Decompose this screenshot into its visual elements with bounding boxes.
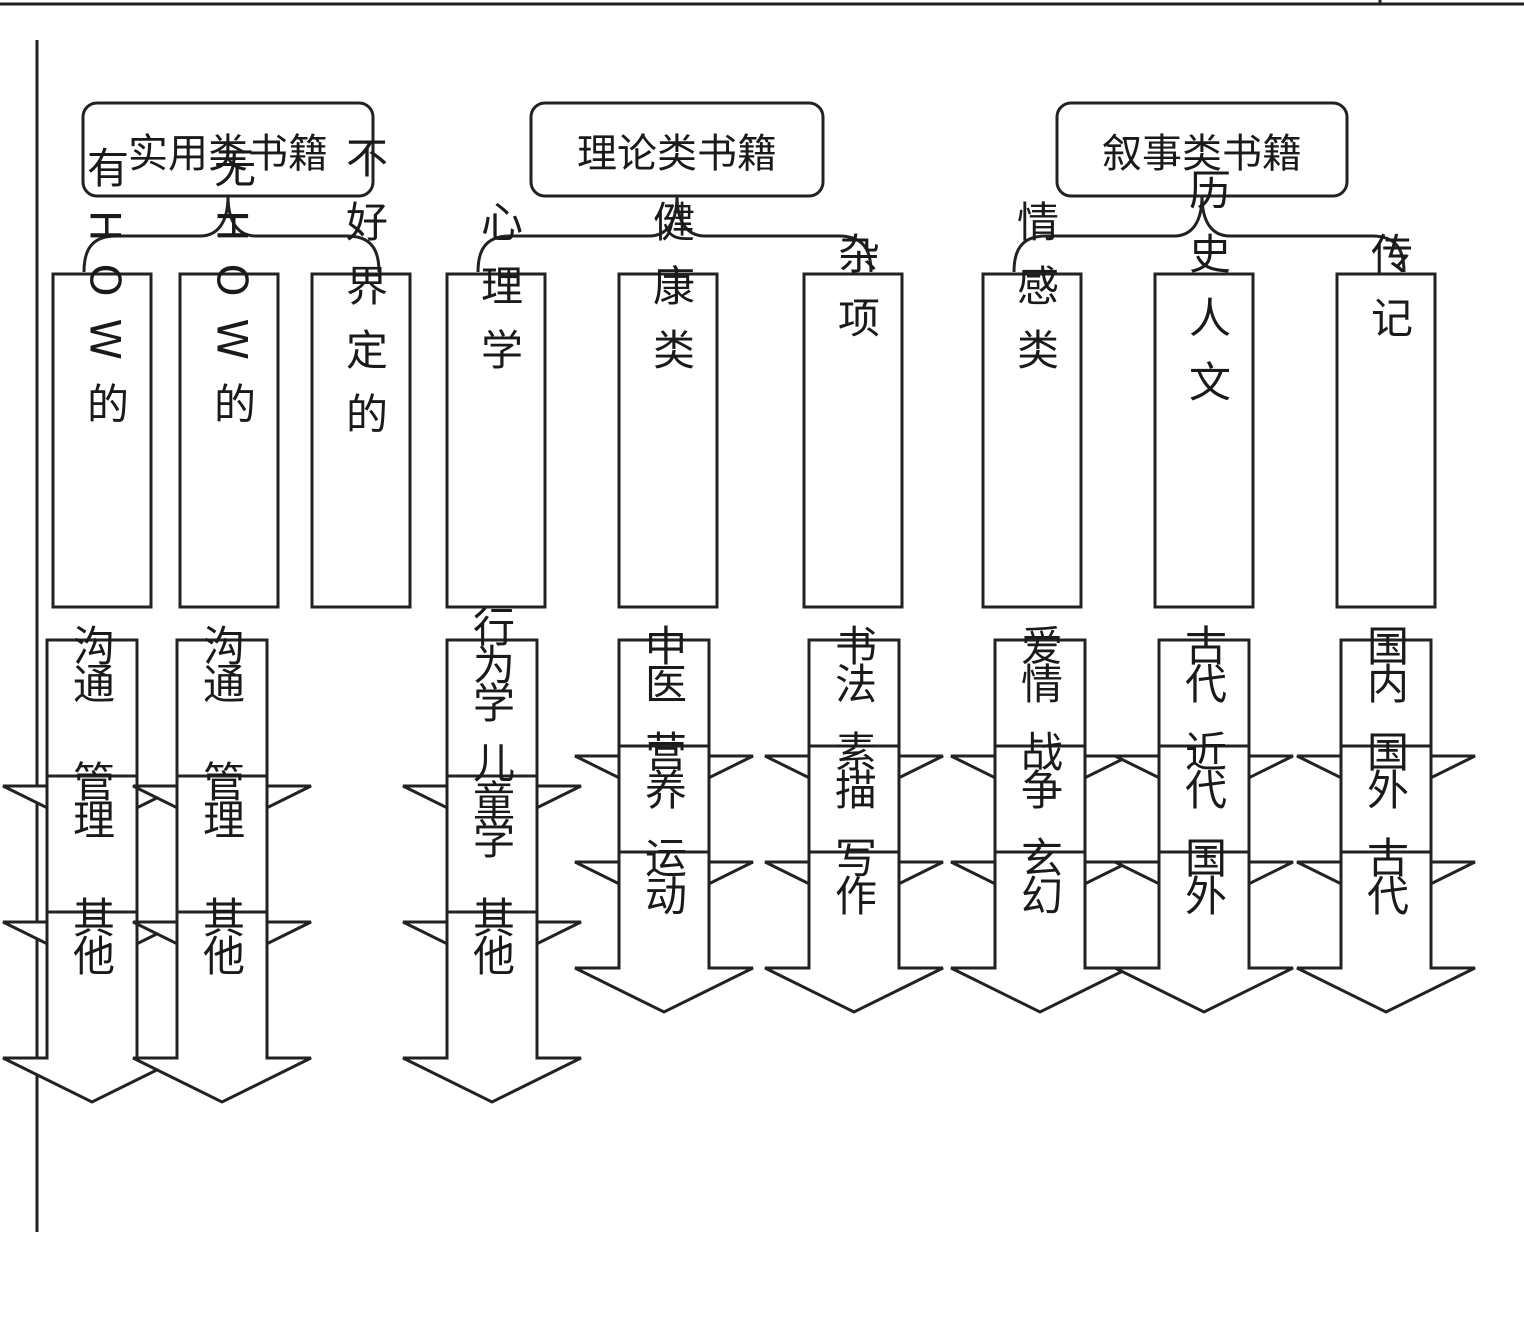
- subcategory-arrow: [950, 850, 1130, 1014]
- subcategory-arrow: [2, 910, 182, 1104]
- category-label: 杂项: [832, 232, 881, 360]
- category-box: [1153, 272, 1255, 609]
- category-box: [51, 272, 153, 609]
- subcategory-label: 古代: [1361, 836, 1410, 915]
- subcategory-label: 爱情: [1015, 624, 1064, 703]
- subcategory-arrow: [764, 850, 944, 1014]
- category-label: 心理学: [475, 200, 524, 392]
- category-box: [178, 272, 280, 609]
- category-label: 无HOW的: [208, 146, 257, 446]
- subcategory-label: 国外: [1179, 836, 1228, 915]
- subcategory-arrow: [132, 910, 312, 1104]
- category-box: [802, 272, 904, 609]
- category-label: 健康类: [647, 200, 696, 392]
- category-label: 传记: [1365, 232, 1414, 360]
- group-title-box: [1055, 101, 1349, 198]
- category-label: 有HOW的: [81, 146, 130, 446]
- subcategory-label: 中医: [639, 624, 688, 701]
- subcategory-label: 玄幻: [1015, 836, 1064, 914]
- category-label: 情感类: [1011, 200, 1060, 392]
- category-box: [1335, 272, 1437, 609]
- group-title: 叙事类书籍: [1102, 131, 1302, 177]
- subcategory-label: 其他: [67, 896, 116, 975]
- subcategory-label: 其他: [197, 896, 246, 975]
- subcategory-label: 书法: [829, 624, 878, 703]
- category-box: [445, 272, 547, 609]
- subcategory-label: 古代: [1179, 624, 1228, 703]
- subcategory-arrow: [1296, 850, 1476, 1014]
- subcategory-label: 国外: [1361, 730, 1410, 809]
- subcategory-label: 近代: [1179, 730, 1228, 809]
- subcategory-label: 战争: [1015, 730, 1064, 810]
- subcategory-arrow: [1114, 850, 1294, 1014]
- category-box: [617, 272, 719, 609]
- subcategory-label: 营养: [639, 730, 688, 810]
- subcategory-label: 沟通: [67, 624, 116, 703]
- category-boxes: 有HOW的 无HOW的 不好界定的 心理学 健康类 杂项 情感类 历史人文 传记: [51, 136, 1437, 609]
- category-box: [310, 272, 412, 609]
- group-title-box: [529, 101, 825, 198]
- category-label: 不好界定的: [340, 136, 389, 456]
- subcategory-arrow: [574, 850, 754, 1014]
- group-title: 理论类书籍: [577, 131, 777, 177]
- subcategory-label: 运动: [639, 836, 688, 915]
- subcategory-arrow: [402, 910, 582, 1104]
- group-title-box: [81, 101, 375, 198]
- subcategory-label: 儿童学: [467, 741, 516, 858]
- group-titles: 实用类书籍 理论类书籍 叙事类书籍: [81, 101, 1349, 198]
- category-box: [981, 272, 1083, 609]
- category-label: 历史人文: [1183, 168, 1232, 424]
- subcategory-label: 素描: [829, 730, 878, 809]
- subcategory-label: 写作: [829, 836, 878, 915]
- subcategory-label: 国内: [1361, 624, 1410, 704]
- group-title: 实用类书籍: [128, 131, 328, 177]
- subcategory-label: 沟通: [197, 624, 246, 703]
- subcategory-label: 其他: [467, 896, 516, 975]
- subcategory-label: 行为学: [467, 605, 516, 722]
- subcategory-label: 管理: [197, 760, 246, 837]
- subcategory-label: 管理: [67, 760, 116, 837]
